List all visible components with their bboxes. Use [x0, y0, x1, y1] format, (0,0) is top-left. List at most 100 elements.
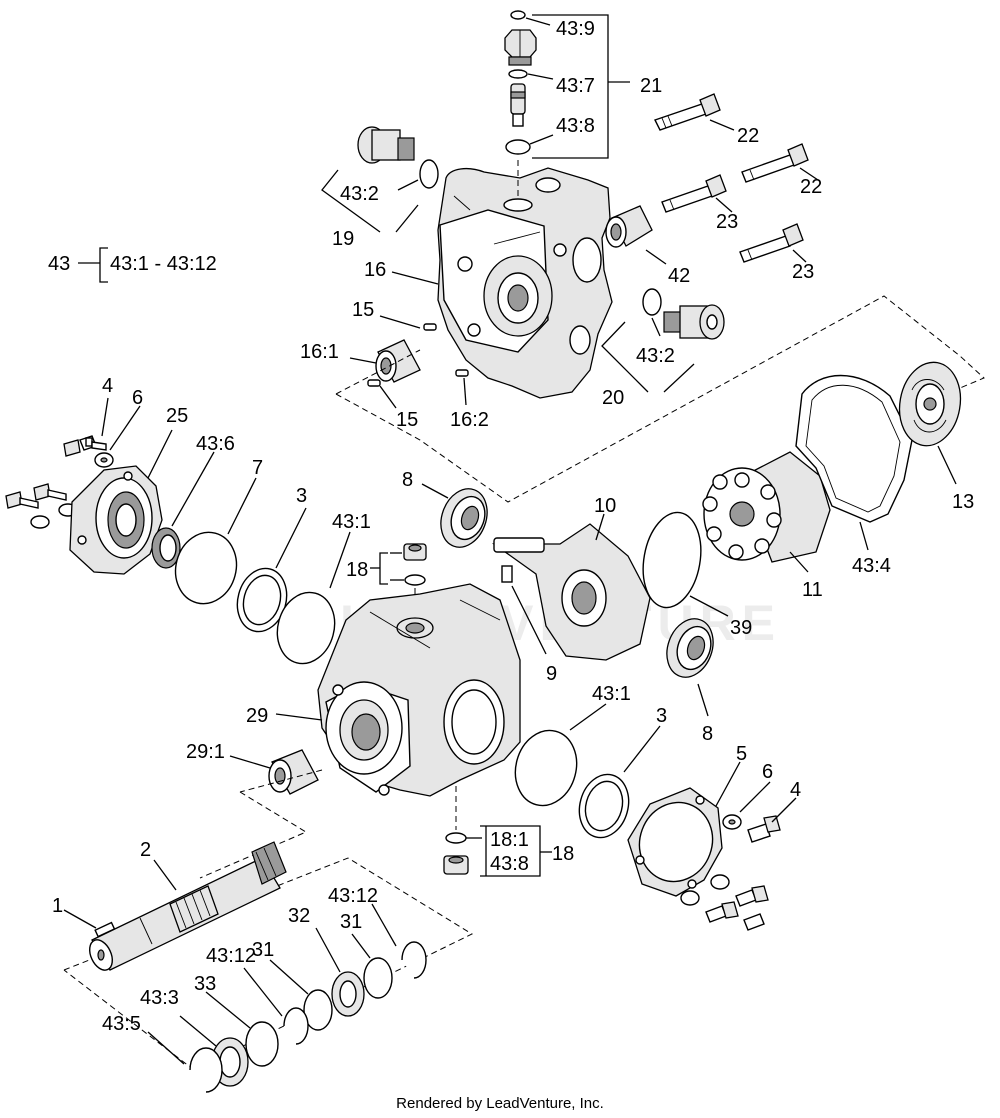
part-retaining-ring-43-12-left	[283, 1007, 309, 1045]
part-pin-16-2	[455, 369, 469, 377]
part-upper-housing-16	[437, 167, 613, 399]
label-18-upper: 18	[346, 559, 368, 581]
part-race-3-left	[236, 567, 288, 633]
label-43-9: 43:9	[556, 18, 595, 40]
label-3-right: 3	[656, 705, 667, 727]
label-2: 2	[140, 839, 151, 861]
part-washer-33	[245, 1021, 279, 1067]
bracket-20-left	[601, 321, 649, 393]
label-3-left: 3	[296, 485, 307, 507]
label-15-lower: 15	[396, 409, 418, 431]
part-cylinder-block-11	[702, 451, 831, 563]
part-washer-6-left	[94, 452, 114, 468]
label-43-4: 43:4	[852, 555, 891, 577]
label-13: 13	[952, 491, 974, 513]
part-43-7-ring	[508, 69, 528, 79]
label-10: 10	[594, 495, 616, 517]
part-oring-43-1-right	[514, 729, 578, 807]
label-31-right: 31	[340, 911, 362, 933]
part-bolt-4-right	[747, 815, 781, 843]
label-43-1-upper: 43:1	[332, 511, 371, 533]
part-washer-31-left	[303, 989, 333, 1031]
part-bolt-23-upper	[661, 174, 727, 213]
label-9: 9	[546, 663, 557, 685]
label-33: 33	[194, 973, 216, 995]
label-22-lower: 22	[800, 176, 822, 198]
label-43-8: 43:8	[556, 115, 595, 137]
part-bolt-22-upper	[654, 93, 721, 131]
part-pin-15-upper	[423, 323, 437, 331]
footer-credit: Rendered by LeadVenture, Inc.	[396, 1095, 604, 1112]
bracket-21	[532, 14, 609, 159]
part-tapered-bearing-8-lower	[666, 618, 714, 678]
part-washer-6-right	[722, 814, 742, 830]
label-42: 42	[668, 265, 690, 287]
label-43-12-left: 43:12	[206, 945, 256, 967]
label-16: 16	[364, 259, 386, 281]
label-4-left: 4	[102, 375, 113, 397]
bracket-18-upper	[379, 552, 388, 585]
label-31-left: 31	[252, 939, 274, 961]
part-valve-plate-13	[898, 361, 962, 447]
part-relief-valve-19	[357, 126, 439, 189]
part-bolts-right-group	[680, 874, 769, 931]
label-43-6: 43:6	[196, 433, 235, 455]
label-43-2-upper: 43:2	[340, 183, 379, 205]
part-oring-18-1	[445, 832, 467, 844]
bracket-43	[99, 247, 108, 283]
bracket-19-right	[395, 204, 419, 233]
part-relief-valve-20	[663, 304, 725, 340]
label-11: 11	[802, 579, 823, 601]
dashed-assembly-line-upper	[335, 295, 985, 503]
label-43-8-lower: 43:8	[490, 853, 529, 875]
part-retaining-ring-43-5	[189, 1047, 223, 1093]
label-43-12-right: 43:12	[328, 885, 378, 907]
part-key-9	[501, 565, 513, 583]
bracket-18-lower	[480, 825, 541, 877]
part-43-2-oring-lower	[642, 288, 662, 316]
label-32: 32	[288, 905, 310, 927]
label-19: 19	[332, 228, 354, 250]
part-bolt-22-lower	[741, 143, 809, 183]
label-18-lower: 18	[552, 843, 574, 865]
label-18-1: 18:1	[490, 829, 529, 851]
label-43-range: 43:1 - 43:12	[110, 253, 217, 275]
part-hex-plug	[504, 29, 537, 66]
label-6-left: 6	[132, 387, 143, 409]
part-valve-spool	[510, 83, 526, 127]
label-22-upper: 22	[737, 125, 759, 147]
part-thrust-bearing-32	[331, 971, 365, 1017]
label-5: 5	[736, 743, 747, 765]
part-43-8-ring	[505, 139, 531, 155]
bracket-20-right	[663, 363, 695, 393]
part-shaft-2	[88, 841, 287, 971]
part-plug-18-upper	[403, 543, 427, 586]
label-29: 29	[246, 705, 268, 727]
label-23-lower: 23	[792, 261, 814, 283]
part-end-cover-5	[627, 787, 723, 897]
label-43-5: 43:5	[102, 1013, 141, 1035]
label-20: 20	[602, 387, 624, 409]
part-seal-43-6	[151, 527, 181, 569]
part-gasket-43-4	[795, 374, 913, 523]
label-16-2: 16:2	[450, 409, 489, 431]
dashed-shaft-line	[199, 791, 308, 879]
part-bolts-left-group	[5, 439, 81, 529]
part-swashplate-10	[491, 523, 651, 661]
label-21: 21	[640, 75, 662, 97]
part-end-cap-25	[69, 465, 163, 575]
label-39: 39	[730, 617, 752, 639]
part-bolt-4-left	[79, 435, 107, 451]
part-bushing-42	[605, 205, 653, 248]
part-needle-bearing-29-1	[268, 749, 319, 795]
label-8-upper: 8	[402, 469, 413, 491]
label-25: 25	[166, 405, 188, 427]
label-16-1: 16:1	[300, 341, 339, 363]
label-4-right: 4	[790, 779, 801, 801]
part-pin-15-lower	[367, 379, 381, 387]
part-plug-18-lower	[443, 855, 469, 875]
part-main-housing-29	[317, 583, 521, 797]
label-6-right: 6	[762, 761, 773, 783]
part-bolt-23-lower	[739, 223, 804, 263]
